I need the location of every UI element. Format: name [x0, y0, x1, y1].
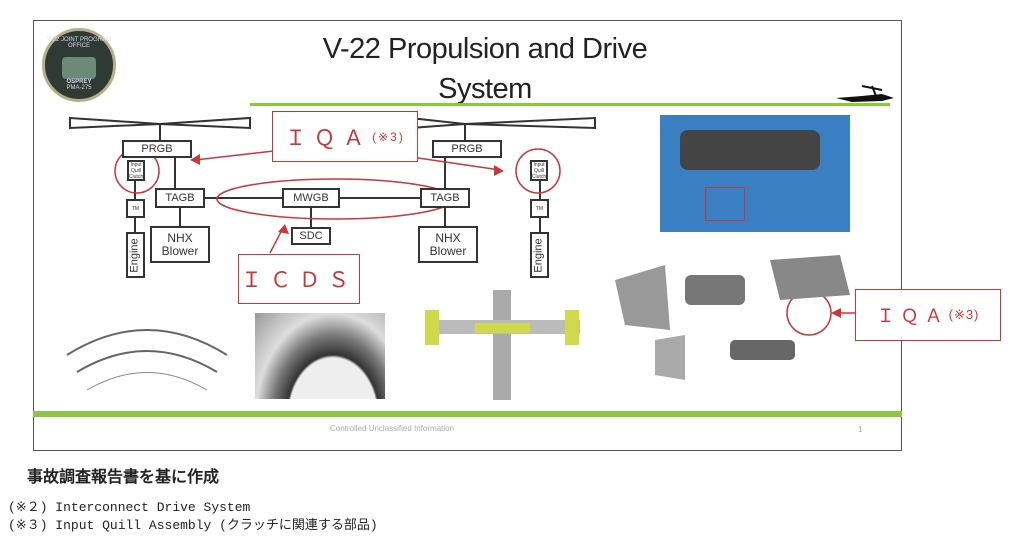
osprey-aircraft-image — [425, 290, 580, 400]
engine-label-right: Engine — [533, 237, 546, 273]
mwgb-box: MWGB — [282, 188, 340, 208]
prgb-box-left: PRGB — [122, 140, 192, 158]
iqa-exploded-view-image — [615, 255, 850, 380]
nhx-blower-box-left: NHX Blower — [150, 226, 210, 263]
input-quill-clutch-box-left: Input Quill Clutch — [127, 160, 145, 181]
nhx-blower-box-right: NHX Blower — [418, 226, 478, 263]
iqa-label: ＩＱＡ — [285, 126, 373, 150]
iqa-callout-right: ＩＱＡ(※3) — [855, 289, 1001, 341]
title-divider — [250, 103, 890, 106]
footnote-2: (※２) Interconnect Drive System — [8, 500, 251, 515]
iqa-assembly-photo — [660, 115, 850, 232]
tagb-box-right: TAGB — [420, 188, 470, 208]
iqa-ref: (※3) — [372, 129, 405, 144]
page-number: 1 — [858, 425, 863, 434]
source-note: 事故調査報告書を基に作成 — [27, 469, 220, 486]
slide-title-line1: V-22 Propulsion and Drive — [322, 33, 648, 65]
input-quill-clutch-box-right: Input Quill Clutch — [530, 160, 548, 181]
footer-divider — [33, 411, 902, 417]
slide-frame — [33, 20, 902, 451]
tm-box-left: TM — [126, 199, 145, 218]
iqa-right-label: ＩＱＡ — [876, 306, 949, 326]
logo-text-mid: OSPREY — [66, 79, 92, 85]
engine-label-left: Engine — [129, 237, 142, 273]
slide-title-line2: System — [438, 73, 532, 105]
logo-text-bottom: PMA-275 — [66, 85, 92, 91]
prgb-box-right: PRGB — [432, 140, 502, 158]
bearing-photo-image — [255, 313, 385, 399]
footnote-3: (※３) Input Quill Assembly (クラッチに関連する部品) — [8, 518, 378, 533]
osprey-silhouette-icon — [836, 85, 894, 102]
icds-callout: ＩＣＤＳ — [238, 254, 360, 304]
tagb-box-left: TAGB — [155, 188, 205, 208]
sdc-box: SDC — [291, 227, 331, 245]
footer-classification: Controlled Unclassified Information — [330, 424, 455, 433]
engine-box-right: Engine — [530, 232, 549, 278]
iqa-right-ref: (※3) — [948, 307, 980, 322]
tm-box-right: TM — [530, 199, 549, 218]
iqa-callout: ＩＱＡ(※3) — [272, 111, 418, 162]
program-office-logo: V-22 JOINT PROGRAM OFFICE OSPREY PMA-275 — [42, 28, 116, 102]
logo-text-top: V-22 JOINT PROGRAM OFFICE — [47, 37, 111, 49]
bearing-drawing-image — [66, 329, 228, 391]
engine-box-left: Engine — [126, 232, 145, 278]
